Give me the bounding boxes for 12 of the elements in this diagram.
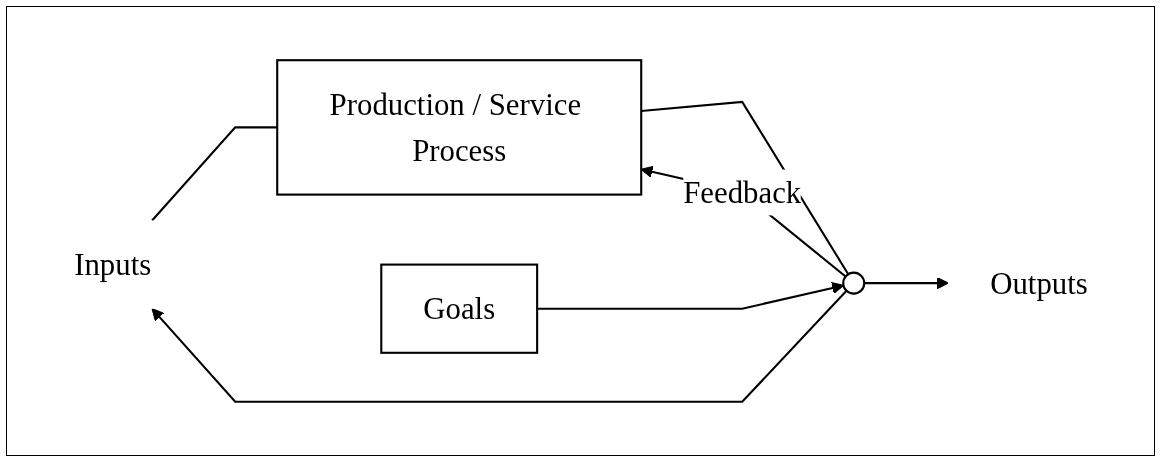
node-circle bbox=[841, 271, 865, 295]
diagram-frame: Feedback Inputs Production / Service Process Outputs Goals bbox=[6, 6, 1155, 456]
node-text: Inputs bbox=[73, 247, 151, 283]
node-box bbox=[379, 263, 538, 354]
arrow bbox=[536, 282, 844, 310]
node-box bbox=[275, 59, 642, 196]
arrow bbox=[863, 277, 949, 290]
connector bbox=[640, 100, 849, 275]
arrow bbox=[640, 165, 846, 278]
node-text: Outputs bbox=[989, 265, 1088, 301]
arrow bbox=[151, 290, 847, 403]
connector bbox=[150, 126, 277, 222]
